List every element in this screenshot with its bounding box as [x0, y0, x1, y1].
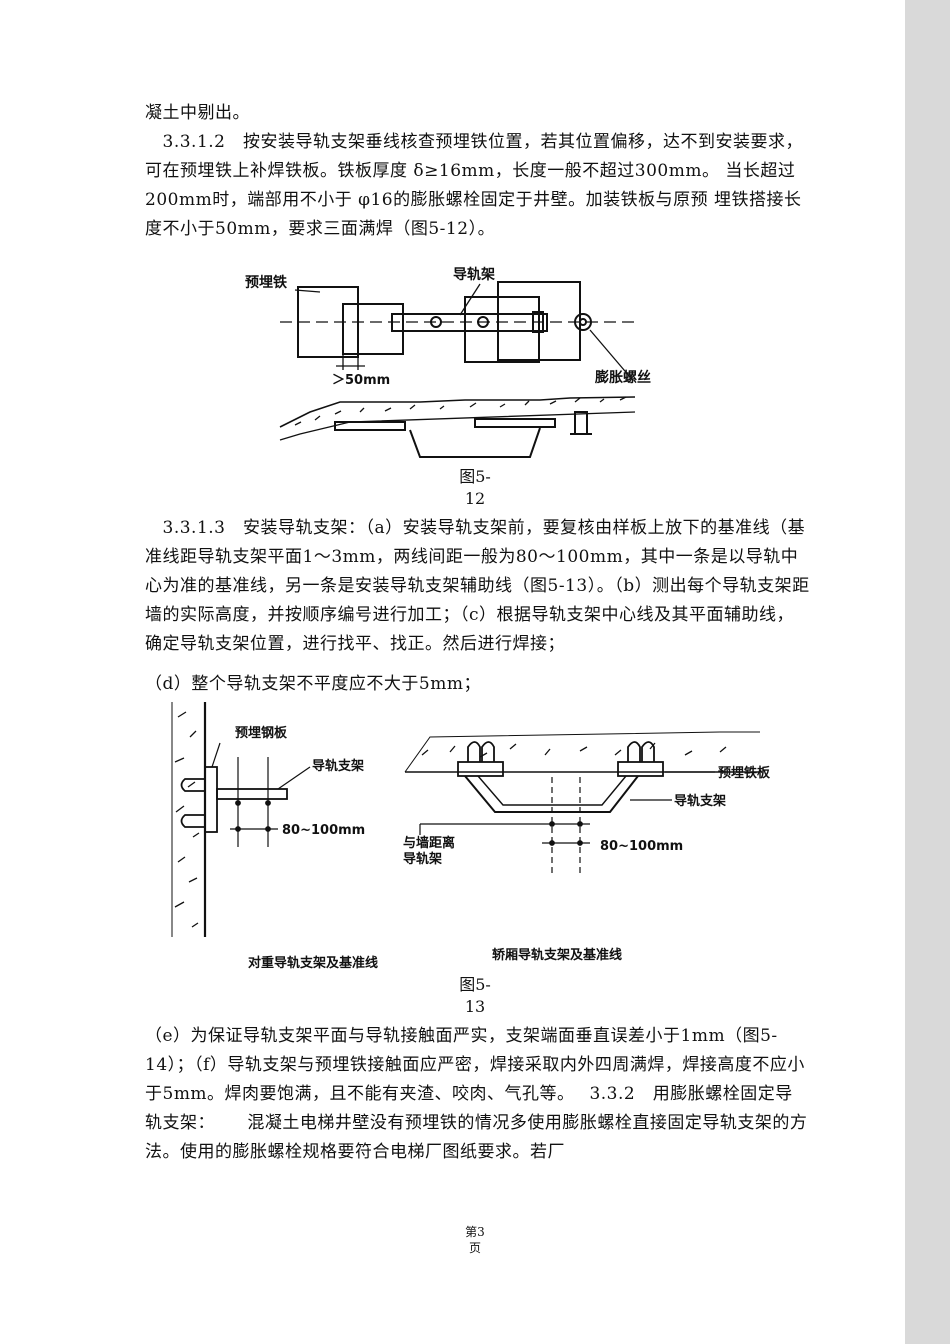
paragraph-3-3-1-2: 3.3.1.2 按安装导轨支架垂线核查预埋铁位置，若其位置偏移，达不到安装要求，… — [145, 132, 803, 239]
right-label-plate: 预埋铁板 — [718, 765, 771, 781]
right-figure-title: 轿厢导轨支架及基准线 — [492, 947, 622, 963]
page-number-line-2: 页 — [468, 1241, 481, 1255]
left-label-bracket: 导轨支架 — [312, 758, 364, 774]
label-expansion-bolt: 膨胀螺丝 — [595, 369, 651, 386]
page-number-line-1: 第3 — [465, 1225, 485, 1239]
figure-5-12-caption: 图5- 12 — [440, 466, 510, 510]
caption-line-2: 12 — [464, 489, 486, 508]
caption-line-1: 图5- — [459, 975, 491, 994]
right-label-spacing: 80~100mm — [600, 839, 683, 854]
paragraph-d: （d）整个导轨支架不平度应不大于5mm； — [145, 674, 481, 694]
left-figure-title: 对重导轨支架及基准线 — [248, 955, 378, 971]
left-label-spacing: 80~100mm — [282, 823, 365, 838]
caption-line-2: 13 — [464, 997, 486, 1016]
paragraph-3-3-1-3: 3.3.1.3 安装导轨支架：（a）安装导轨支架前，要复核由样板上放下的基准线（… — [145, 518, 810, 654]
figure-5-12: 预埋铁 导轨架 膨胀螺丝 ＞50mm — [245, 266, 651, 458]
right-label-distance-2: 导轨架 — [403, 851, 442, 867]
figure-5-13: 预埋钢板 导轨支架 80~100mm 对重导轨支架及基准线 预埋铁板 导轨支架 … — [171, 702, 771, 971]
label-overlap-length: ＞50mm — [332, 373, 390, 388]
label-embedded-iron: 预埋铁 — [245, 274, 287, 291]
caption-line-1: 图5- — [459, 467, 491, 486]
page-number: 第3 页 — [440, 1224, 510, 1256]
right-label-distance-1: 与墙距离 — [403, 835, 455, 851]
label-rail-bracket: 导轨架 — [453, 266, 495, 283]
right-label-bracket: 导轨支架 — [674, 793, 726, 809]
right-gray-margin — [905, 0, 950, 1344]
paragraph-e-f: （e）为保证导轨支架平面与导轨接触面严实，支架端面垂直误差小于1mm（图5-14… — [145, 1026, 808, 1162]
figure-5-13-caption: 图5- 13 — [440, 974, 510, 1018]
paragraph-0: 凝土中剔出。 — [145, 103, 250, 123]
left-label-plate: 预埋钢板 — [235, 725, 288, 741]
